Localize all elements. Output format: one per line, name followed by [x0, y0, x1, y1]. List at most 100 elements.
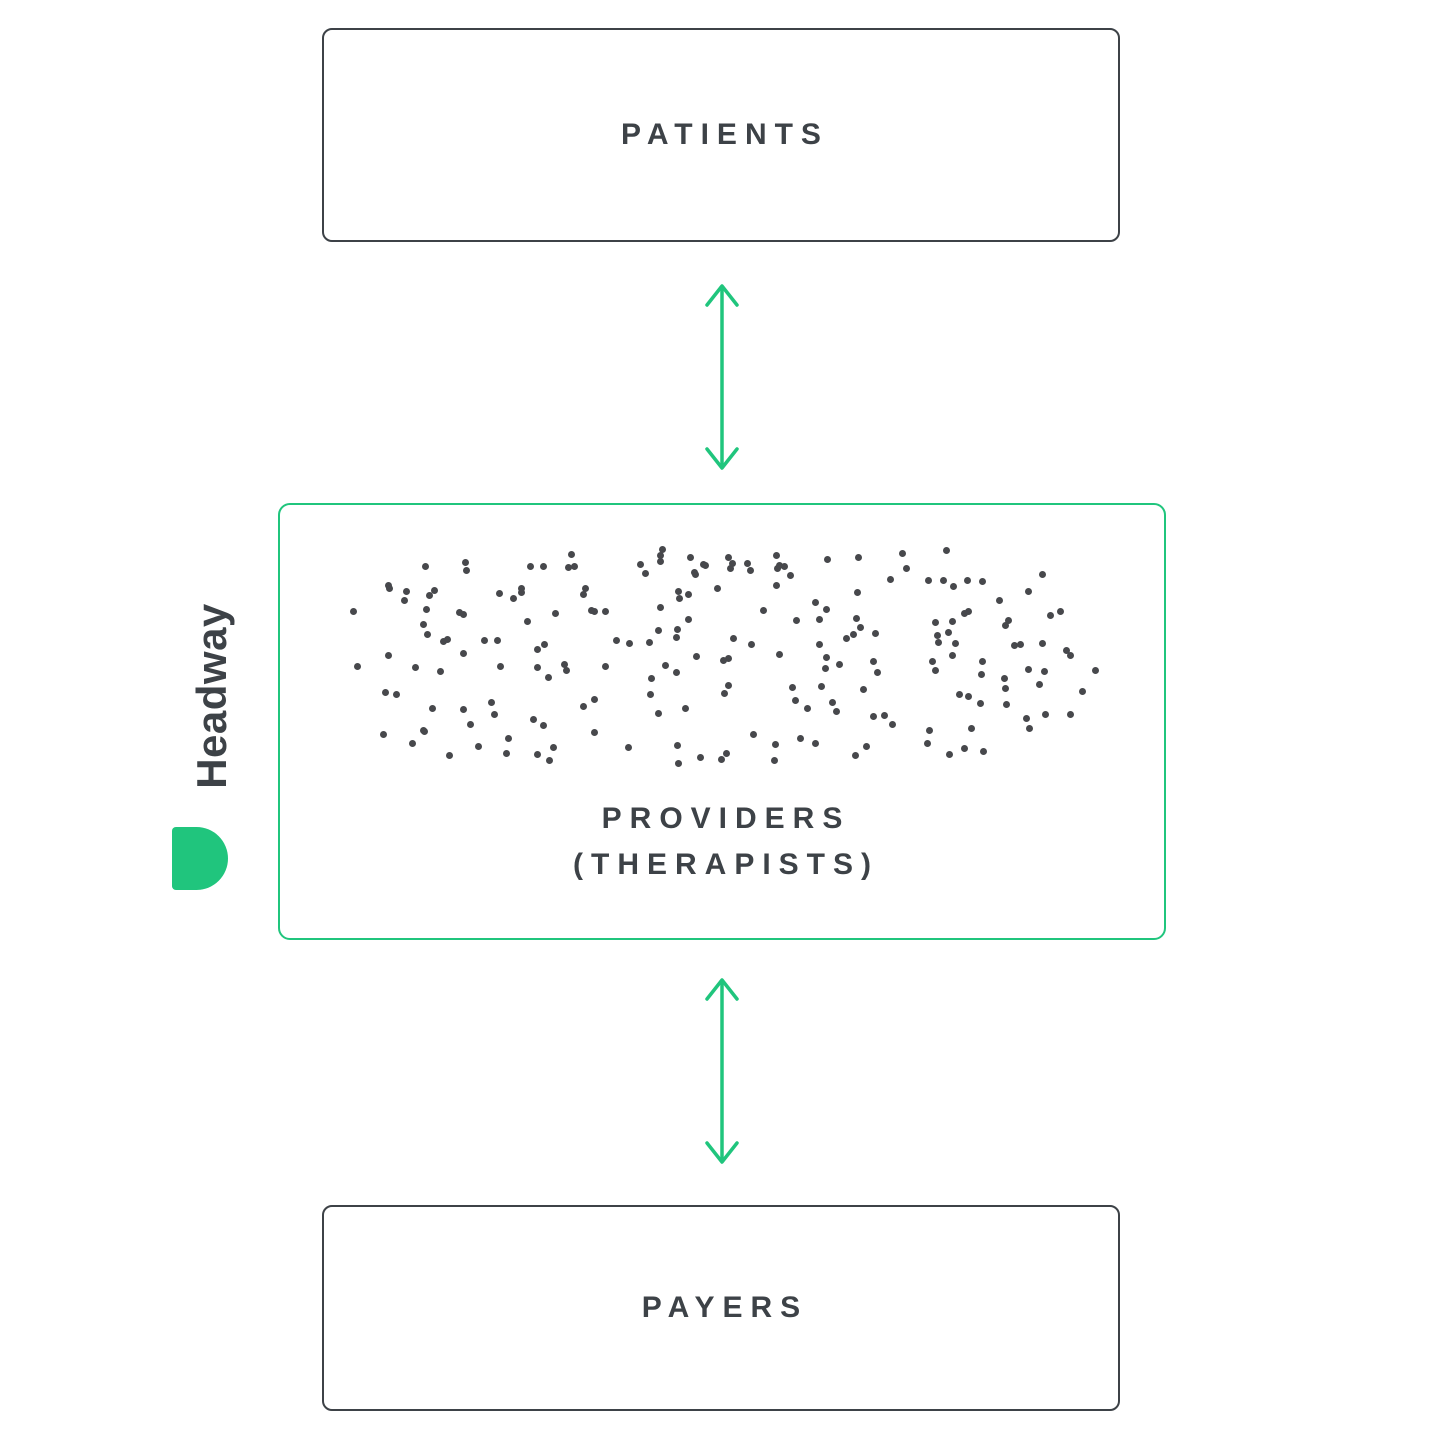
provider-dot — [773, 551, 781, 559]
headway-logo-mark-icon — [172, 827, 228, 890]
providers-dots-cluster — [344, 545, 1102, 769]
provider-dot — [871, 629, 879, 637]
provider-dot — [772, 741, 780, 749]
provider-dot — [857, 623, 865, 631]
provider-dot — [851, 752, 859, 760]
provider-dot — [590, 728, 598, 736]
provider-dot — [493, 637, 501, 645]
provider-dot — [788, 684, 796, 692]
provider-dot — [696, 753, 704, 761]
provider-dot — [945, 751, 953, 759]
provider-dot — [461, 559, 469, 567]
provider-dot — [602, 663, 609, 671]
provider-dot — [823, 556, 831, 564]
payers-box: PAYERS — [322, 1205, 1120, 1411]
provider-dot — [964, 608, 972, 616]
provider-dot — [719, 656, 727, 664]
provider-dot — [487, 699, 495, 707]
provider-dot — [562, 666, 570, 674]
provider-dot — [1023, 715, 1031, 723]
provider-dot — [443, 635, 451, 643]
provider-dot — [899, 550, 907, 558]
provider-dot — [976, 700, 984, 708]
provider-dot — [1066, 710, 1074, 718]
provider-dot — [796, 734, 804, 742]
provider-dot — [960, 609, 968, 617]
provider-dot — [728, 559, 736, 567]
provider-dot — [662, 661, 670, 669]
provider-dot — [503, 750, 511, 758]
provider-dot — [943, 547, 951, 555]
provider-dot — [581, 585, 589, 593]
provider-dot — [850, 631, 858, 639]
provider-dot — [533, 663, 541, 671]
provider-dot — [419, 621, 427, 629]
provider-dot — [409, 739, 417, 747]
provider-dot — [1001, 622, 1009, 630]
provider-dot — [949, 651, 957, 659]
provider-dot — [460, 611, 468, 619]
provider-dot — [436, 667, 444, 675]
provider-dot — [888, 720, 896, 728]
provider-dot — [612, 636, 620, 644]
provider-dot — [744, 560, 752, 568]
provider-dot — [749, 730, 757, 738]
provider-dot — [674, 759, 682, 767]
provider-dot — [1066, 651, 1074, 659]
provider-dot — [881, 711, 888, 719]
provider-dot — [952, 639, 960, 647]
provider-dot — [822, 654, 830, 662]
provider-dot — [423, 606, 431, 614]
provider-dot — [517, 589, 525, 597]
provider-dot — [724, 655, 732, 663]
provider-dot — [658, 545, 666, 553]
provider-dot — [602, 607, 610, 615]
provider-dot — [1000, 675, 1008, 683]
provider-dot — [1011, 642, 1019, 650]
provider-dot — [780, 563, 788, 571]
provider-dot — [725, 554, 733, 562]
provider-dot — [803, 705, 811, 713]
provider-dot — [855, 553, 863, 561]
provider-dot — [817, 682, 825, 690]
provider-dot — [560, 661, 568, 669]
provider-dot — [873, 669, 881, 677]
providers-label-line1: PROVIDERS — [601, 802, 851, 835]
provider-dot — [822, 605, 830, 613]
provider-dot — [746, 567, 754, 575]
provider-dot — [534, 646, 542, 654]
providers-label-line2: (THERAPISTS) — [573, 848, 879, 881]
provider-dot — [1026, 724, 1033, 732]
provider-dot — [466, 721, 474, 729]
provider-dot — [691, 568, 699, 576]
provider-dot — [926, 727, 934, 735]
provider-dot — [1039, 640, 1047, 648]
provider-dot — [675, 595, 683, 603]
provider-dot — [816, 641, 824, 649]
provider-dot — [812, 598, 820, 606]
patients-label: PATIENTS — [621, 118, 829, 151]
provider-dot — [1063, 647, 1071, 654]
provider-dot — [869, 712, 877, 720]
provider-dot — [504, 735, 512, 743]
provider-dot — [540, 563, 548, 571]
provider-dot — [496, 590, 504, 598]
provider-dot — [828, 699, 836, 707]
provider-dot — [431, 587, 439, 595]
provider-dot — [1078, 687, 1086, 695]
provider-dot — [1024, 587, 1032, 595]
provider-dot — [931, 619, 939, 627]
provider-dot — [1017, 641, 1025, 649]
provider-dot — [424, 631, 432, 639]
provider-dot — [775, 561, 783, 569]
provider-dot — [869, 657, 877, 665]
provider-dot — [517, 585, 525, 593]
provider-dot — [924, 739, 932, 747]
provider-dot — [933, 632, 941, 640]
provider-dot — [420, 727, 428, 735]
provider-dot — [772, 581, 780, 589]
provider-dot — [579, 702, 587, 710]
provider-dot — [776, 650, 784, 658]
provider-dot — [463, 566, 471, 574]
